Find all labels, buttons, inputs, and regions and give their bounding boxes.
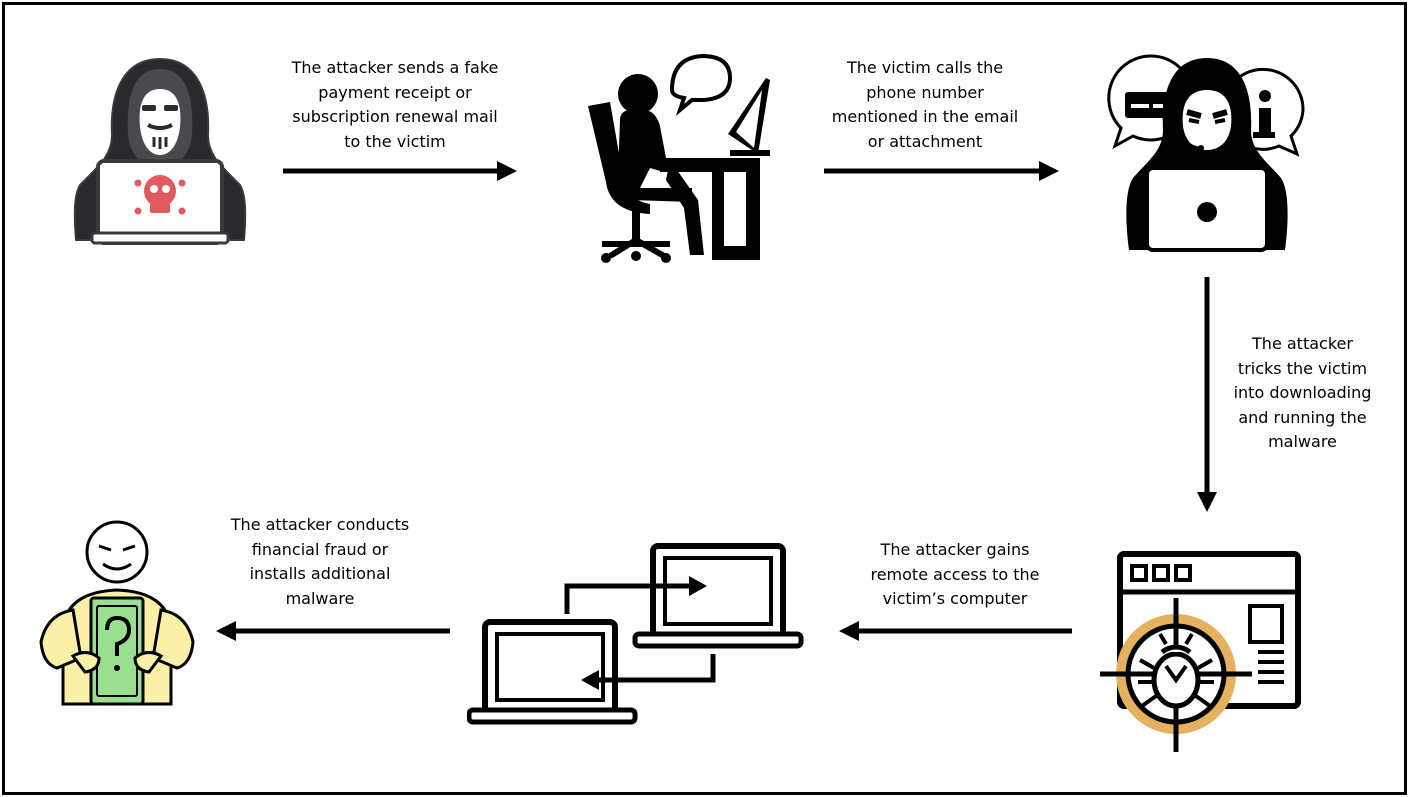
malware-bug-target-icon [1100,551,1301,752]
victim-on-phone-icon [588,53,770,263]
happy-person-holding-money-icon [39,520,195,706]
remote-access-laptops-icon [467,543,804,725]
step-1-label: The attacker sends a fake payment receip… [291,58,499,151]
scammer-call-center-icon [1107,54,1305,252]
step-2-label: The victim calls the phone number mentio… [831,58,1019,151]
step-4-label: The attacker gains remote access to the … [870,540,1040,608]
step-5-label: The attacker conducts financial fraud or… [230,515,410,608]
step-3-label: The attacker tricks the victim into down… [1233,334,1372,451]
hacker-with-laptop-icon [73,57,247,245]
